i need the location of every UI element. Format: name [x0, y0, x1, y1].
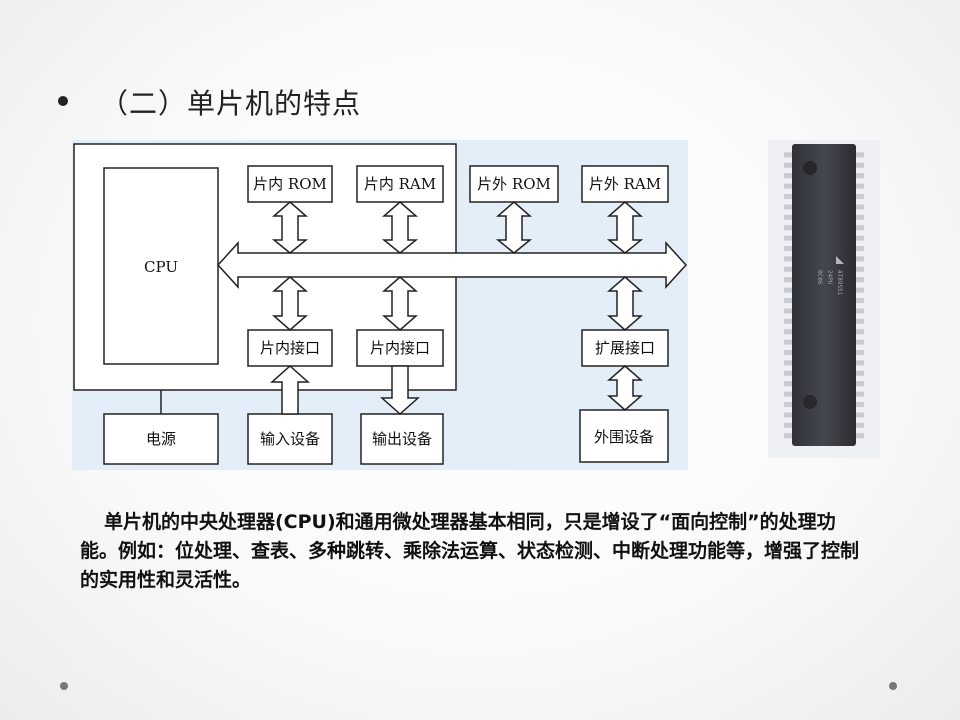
cpu-box: [103, 167, 219, 365]
exp-bus-arrow: [607, 276, 643, 331]
peripheral-arrow: [607, 365, 643, 411]
input-device-label: 输入设备: [260, 430, 320, 448]
internal-io-1-box: [247, 329, 333, 367]
io1-bus-arrow: [272, 276, 308, 331]
chip-marking-1: AT89S51: [836, 270, 843, 296]
slide-title: （二）单片机的特点: [100, 87, 362, 120]
chip-marking-2: 24PU: [826, 270, 833, 285]
peripheral-label: 外围设备: [594, 428, 654, 446]
internal-rom-box: [247, 165, 333, 203]
system-bus-arrow: [216, 241, 688, 289]
chip-photo: AT89S51 24PU 0C06: [768, 140, 880, 458]
external-ram-label: 片外 RAM: [589, 175, 661, 193]
internal-io-1-label: 片内接口: [260, 339, 320, 357]
peripheral-box: [579, 409, 669, 463]
corner-dot-left: [60, 682, 68, 690]
ext-ram-bus-arrow: [606, 201, 644, 254]
expansion-io-label: 扩展接口: [595, 339, 655, 357]
expansion-io-box: [581, 329, 669, 367]
mcu-block-diagram: CPU 片内 ROM 片内 RAM 片外 ROM 片外 RAM 片内接口 片内接…: [72, 140, 688, 470]
ram-bus-arrow: [381, 201, 419, 254]
corner-dot-right: [889, 682, 897, 690]
internal-io-2-label: 片内接口: [370, 339, 430, 357]
cpu-label: CPU: [144, 258, 178, 276]
chip-mark: [803, 395, 817, 409]
internal-rom-label: 片内 ROM: [253, 175, 327, 193]
chip-body: [792, 144, 856, 446]
chip-notch: [803, 161, 817, 175]
input-arrow: [270, 364, 310, 415]
output-device-label: 输出设备: [372, 430, 432, 448]
internal-ram-label: 片内 RAM: [364, 175, 436, 193]
rom-bus-arrow: [271, 201, 309, 254]
chip-marking-3: 0C06: [816, 270, 823, 285]
title-bullet: [58, 96, 68, 106]
output-device-box: [360, 413, 444, 465]
external-rom-label: 片外 ROM: [477, 175, 551, 193]
description-paragraph: 单片机的中央处理器(CPU)和通用微处理器基本相同，只是增设了“面向控制”的处理…: [80, 511, 860, 591]
ext-rom-bus-arrow: [495, 201, 533, 254]
internal-io-2-box: [356, 329, 444, 367]
io2-bus-arrow: [382, 276, 418, 331]
input-device-box: [247, 413, 333, 465]
power-label: 电源: [146, 430, 176, 448]
output-arrow: [380, 365, 420, 416]
